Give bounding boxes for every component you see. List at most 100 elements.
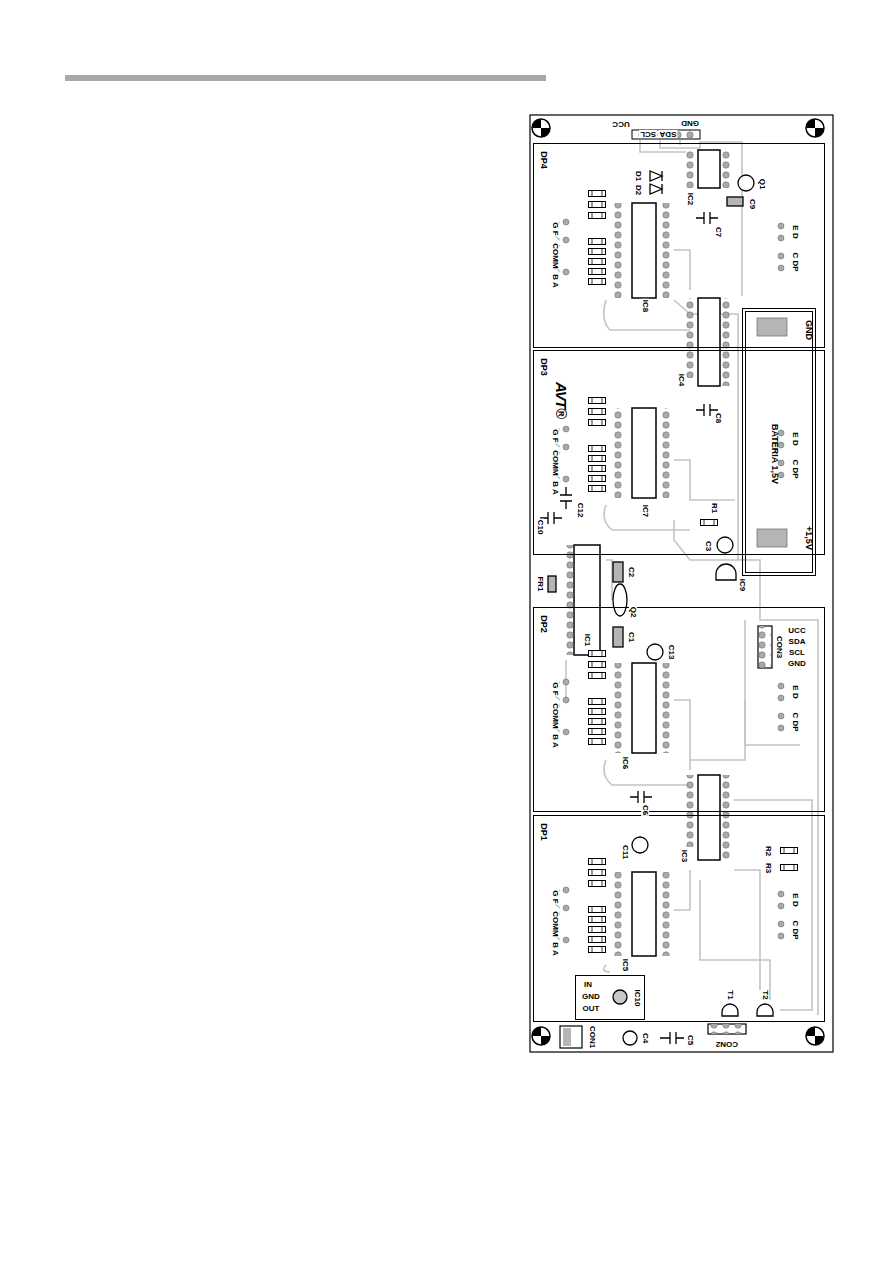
node-text: OUT [583, 1005, 600, 1013]
component-label: IC7 [641, 504, 649, 518]
component-label: C3 [704, 540, 712, 552]
node-title: DP1 [539, 823, 548, 841]
component-label: B A [551, 273, 559, 288]
transistor-symbol [716, 564, 736, 580]
pad-rows [562, 150, 734, 956]
component-label: B A [551, 480, 559, 495]
component-label: D1 [634, 170, 642, 182]
component-label: GND [787, 660, 807, 668]
component-label: C7 [714, 226, 722, 238]
battery-contact [757, 529, 787, 547]
display-section: DP1 [533, 815, 825, 1022]
ic-outline [632, 872, 656, 956]
board-outline [530, 115, 833, 1052]
node-text: GND [582, 993, 600, 1001]
transistor-symbol [757, 1004, 773, 1016]
pad-row [662, 663, 674, 753]
component-label: CON1 [588, 1025, 596, 1049]
mounting-hole [532, 119, 550, 137]
capacitor-symbol [560, 487, 572, 509]
ic-outline [632, 203, 656, 298]
component-label: C1 [627, 631, 635, 643]
capacitor-pads [613, 562, 623, 582]
component-label: SCL [788, 649, 806, 657]
component-label: T1 [726, 989, 734, 1000]
component-label: T2 [761, 989, 769, 1000]
component-label: IC6 [621, 756, 629, 770]
top-connector [632, 130, 700, 139]
electrolytic-capacitor [623, 1031, 637, 1045]
component-label: IC5 [621, 958, 629, 972]
pad-row [614, 203, 626, 298]
mounting-hole [532, 1027, 550, 1045]
component-label: SDA [788, 638, 807, 646]
connectors [560, 626, 772, 1048]
pad-row [662, 408, 674, 498]
component-label: IC4 [677, 373, 685, 387]
display-section: DP4 [533, 143, 825, 348]
component-label: CON2 [715, 1040, 739, 1048]
node-title: DP2 [539, 615, 548, 633]
transistor-symbol [738, 175, 754, 191]
voltage-regulator: INGNDOUTIC10 [575, 975, 645, 1020]
component-label: Q1 [758, 178, 766, 191]
node-text: +1,5V [804, 526, 813, 550]
component-label: UCC [611, 120, 630, 128]
component-label: B A [551, 941, 559, 956]
pad-row [662, 872, 674, 956]
node-title: BATERIA 1,5V [770, 424, 779, 484]
ic-outline [698, 298, 720, 386]
component-label: C13 [667, 644, 675, 661]
capacitor-symbol [696, 212, 718, 224]
component-label: IC2 [686, 192, 694, 206]
component-label: C DP [791, 919, 799, 940]
component-label: C8 [714, 412, 722, 424]
electrolytic-capacitor [632, 837, 648, 853]
component-label: SDA [659, 130, 678, 138]
component-label: E D [791, 892, 799, 907]
component-label: Q2 [629, 606, 637, 619]
pad-row [722, 150, 734, 188]
component-label: COMM [551, 449, 559, 476]
resistor-arrays [589, 191, 798, 953]
mounting-hole [806, 119, 824, 137]
pad-row [614, 663, 626, 753]
capacitor-pads [613, 627, 623, 647]
component-label: COMM [551, 702, 559, 729]
component-label: R1 [710, 502, 718, 514]
component-label: C6 [641, 804, 649, 816]
node-text: GND [804, 320, 813, 340]
component-label: C2 [627, 566, 635, 578]
component-label: GND [680, 119, 700, 127]
diode-symbol [650, 171, 662, 181]
pad-row [686, 150, 698, 188]
pad-row [614, 872, 626, 956]
component-label: C DP [791, 251, 799, 272]
capacitor-pads [727, 197, 743, 206]
capacitor-symbol [630, 791, 652, 803]
component-label: C4 [641, 1032, 649, 1044]
pad-row [686, 298, 698, 378]
component-label: R3 [764, 862, 772, 874]
component-label: G F [551, 428, 559, 443]
display-pads [563, 219, 784, 943]
pad-row [614, 408, 626, 498]
component-label: D2 [634, 184, 642, 196]
ic-outline [698, 775, 720, 860]
ic-outline [632, 408, 656, 498]
regulator-tab [613, 990, 627, 1004]
component-label: G F [551, 889, 559, 904]
component-label: IC8 [641, 299, 649, 313]
component-label: IC3 [680, 849, 688, 863]
connector-outline [632, 130, 700, 139]
electrolytic-capacitor [647, 644, 663, 660]
component-label: CON3 [775, 635, 783, 659]
discrete-parts [540, 171, 773, 1045]
component-label: C5 [686, 1034, 694, 1046]
copper-traces [553, 140, 818, 1015]
header-rule [65, 75, 546, 81]
component-label: R2 [764, 845, 772, 857]
node-title: DP4 [539, 151, 548, 169]
ic-outline [632, 663, 656, 753]
component-label: COMM [551, 910, 559, 937]
